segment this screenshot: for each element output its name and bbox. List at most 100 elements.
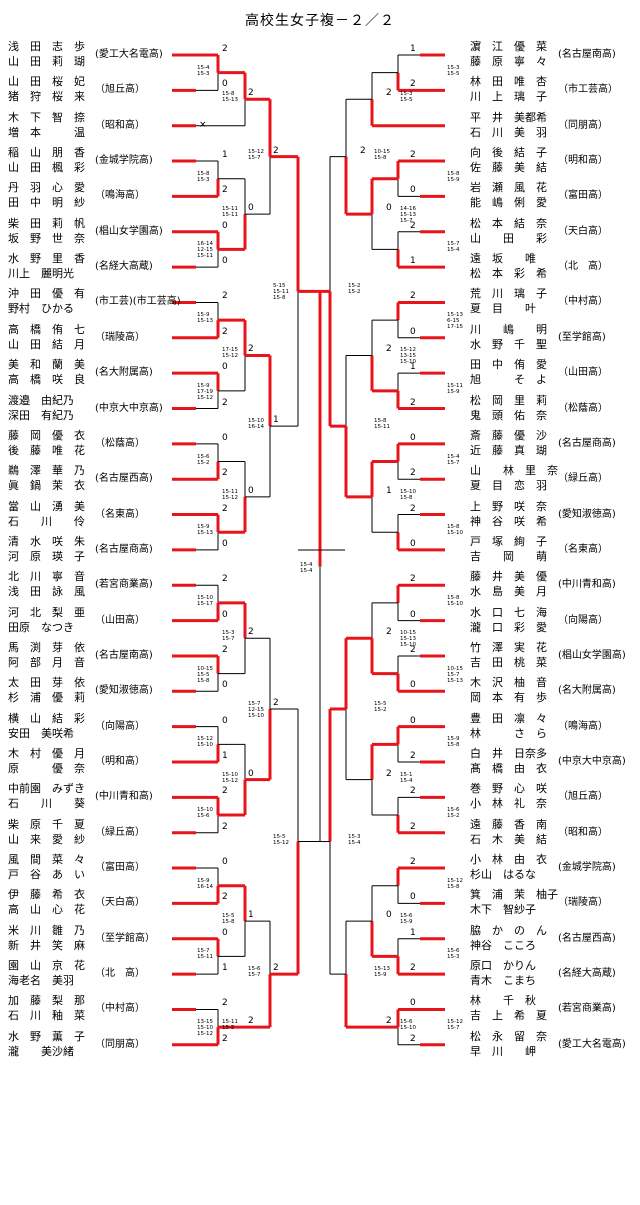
school-name: （同朋高）: [95, 1038, 145, 1050]
page-title: 高校生女子複－２／２: [245, 13, 395, 29]
school-name: (愛知淑徳高): [95, 685, 153, 697]
score-digit: 2: [410, 79, 416, 90]
school-name: (中川青和高): [95, 791, 153, 803]
school-name: (愛工大名電高): [558, 1038, 626, 1050]
player-name: 渡邉 由紀乃: [8, 393, 74, 407]
game-score: 15-7 15-4: [447, 241, 460, 254]
player-name: 原 優 奈: [8, 762, 85, 775]
player-name: 藤 岡 優 衣: [8, 428, 85, 442]
score-digit: 2: [410, 397, 416, 408]
score-digit: 0: [222, 715, 228, 726]
score-digit: 1: [410, 927, 416, 938]
player-name: 加 藤 梨 那: [8, 994, 85, 1008]
player-name: 木 下 智 捺: [8, 110, 85, 124]
game-score: 15-9 16-14: [197, 877, 213, 890]
player-name: 石 川 釉 菜: [8, 1009, 85, 1023]
game-score: 15-9 17-19 15-12: [197, 382, 213, 401]
school-name: (名古屋商高): [558, 437, 616, 449]
score-digit: 2: [410, 644, 416, 655]
school-name: （松蔭高）: [558, 402, 608, 414]
player-name: 浅 田 志 歩: [8, 40, 85, 53]
score-digit: 2: [222, 1033, 228, 1044]
player-name: 馬 渕 芽 依: [8, 640, 85, 654]
game-score: 15-12 15-10: [197, 736, 213, 749]
school-name: （瑞陵高）: [558, 897, 608, 909]
school-name: （北 高）: [558, 261, 608, 273]
score-digit: 2: [410, 786, 416, 797]
player-name: 吉 岡 萌: [470, 549, 547, 563]
player-name: 米 川 雛 乃: [8, 923, 85, 937]
player-name: 小 林 由 衣: [470, 853, 547, 867]
school-name: （富田高）: [558, 190, 608, 202]
player-name: 戸 谷 あ い: [8, 868, 85, 882]
school-name: （松蔭高）: [95, 437, 145, 449]
player-name: 海老名 美羽: [8, 974, 74, 988]
game-score: 15-11 15-12: [222, 488, 238, 501]
player-name: 河 北 梨 亜: [8, 605, 85, 619]
school-name: (名経大高蔵): [558, 968, 616, 980]
school-name: （山田高）: [95, 614, 145, 626]
game-score: 15-9 15-8: [447, 736, 460, 749]
game-score: 15-10 15-6: [197, 807, 213, 820]
player-name: 杉 浦 優 莉: [8, 691, 85, 705]
game-score: 17-15 15-12: [222, 347, 238, 360]
school-name: (椙山女学園高): [95, 225, 163, 237]
score-digit: 2: [222, 291, 228, 302]
score-digit: 0: [386, 910, 392, 921]
game-score: 15-13 15-9: [374, 966, 390, 979]
school-name: (市工芸)(市工芸高): [95, 296, 181, 308]
school-name: （向陽高）: [95, 720, 145, 732]
game-score: 15-12 15-8: [447, 877, 463, 890]
player-name: 髙 橋 由 衣: [470, 762, 547, 775]
player-name: 當 山 湧 美: [8, 499, 85, 513]
school-name: （市工芸高）: [558, 84, 618, 96]
player-name: 石 川 葵: [8, 797, 85, 811]
player-name: 水 野 千 聖: [470, 337, 547, 351]
game-score: 15-6 15-2: [447, 807, 460, 820]
player-name: 高 橋 侑 七: [8, 322, 85, 336]
player-name: 能 嶋 俐 愛: [470, 196, 547, 210]
player-name: 野村 ひかる: [8, 302, 74, 316]
school-name: (名古屋商高): [95, 543, 153, 555]
score-digit: 0: [248, 485, 254, 496]
score-digit: 0: [222, 432, 228, 443]
score-digit: 0: [222, 609, 228, 620]
game-score: 10-15 15-13 15-10: [400, 630, 416, 649]
player-name: 坂 野 世 奈: [8, 231, 85, 245]
player-name: 豊 田 凛 々: [470, 711, 547, 725]
game-score: 10-15 15-5 15-8: [197, 665, 213, 684]
player-name: 藤 井 美 優: [470, 570, 547, 584]
score-digit: 2: [386, 768, 392, 779]
school-name: (若宮商業高): [558, 1003, 616, 1015]
school-name: （山田高）: [558, 367, 608, 379]
school-name: （昭和高）: [558, 826, 608, 838]
game-score: 15-3 15-7: [222, 630, 235, 643]
game-score: 15-6 15-3: [447, 948, 460, 961]
game-score: 15-6 15-2: [197, 453, 210, 466]
game-score: 15-8 15-9: [447, 170, 460, 183]
game-score: 10-15 15-7 15-13: [447, 665, 463, 684]
game-score: 15-9 15-13: [197, 524, 213, 537]
player-name: 柴 原 千 夏: [8, 817, 85, 831]
school-name: (名経大高蔵): [95, 261, 153, 273]
player-name: 猪 狩 桜 来: [8, 90, 85, 104]
game-score: 15-7 15-11: [197, 948, 213, 961]
player-name: 山 田 楓 彩: [8, 161, 85, 175]
player-name: 林 千 秋: [470, 994, 536, 1008]
player-name: 遠 藤 香 南: [470, 817, 547, 831]
score-digit: 2: [222, 574, 228, 585]
score-digit: 2: [273, 963, 279, 974]
game-score: 15-9 15-13: [197, 312, 213, 325]
game-score: 15-11 15-11: [222, 206, 238, 219]
score-digit: 2: [410, 468, 416, 479]
score-digit: 0: [410, 998, 416, 1009]
school-name: (愛知淑徳高): [558, 508, 616, 520]
player-name: 伊 藤 希 衣: [8, 888, 85, 902]
game-score: 15-8 15-10: [447, 524, 463, 537]
score-digit: 1: [386, 485, 392, 496]
player-name: 水 野 里 香: [8, 252, 85, 266]
player-name: 松 永 留 奈: [470, 1029, 547, 1043]
player-name: 水 野 薫 子: [8, 1029, 85, 1043]
game-score: 15-3 15-5: [447, 64, 460, 77]
game-score: 15-13 6-15 17-15: [447, 312, 463, 331]
